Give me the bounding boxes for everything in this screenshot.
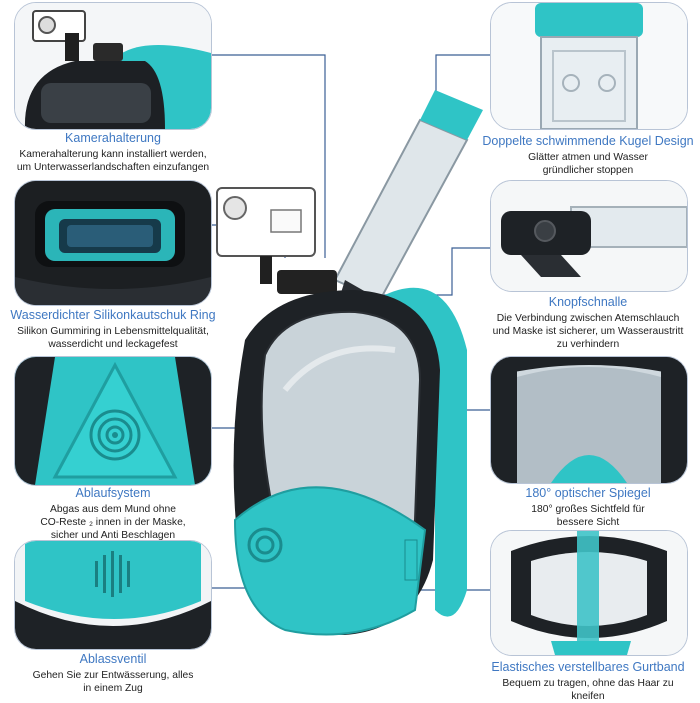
seal-desc-1: Silikon Gummiring in Lebensmittelqualitä…	[17, 326, 209, 337]
buckle-desc-3: zu verhindern	[556, 339, 620, 350]
ball-desc-1: Glätter atmen und Wasser	[528, 152, 648, 163]
strap-title: Elastisches verstellbares Gurtband	[491, 660, 685, 674]
seal-caption: Wasserdichter Silikonkautschuk Ring Sili…	[0, 308, 226, 351]
buckle-title: Knopfschnalle	[548, 295, 628, 309]
valve-panel	[14, 540, 212, 650]
buckle-panel	[490, 180, 688, 292]
ball-panel	[490, 2, 688, 130]
drain-desc-1: Abgas aus dem Mund ohne	[50, 504, 176, 515]
strap-desc-2: kneifen	[571, 691, 605, 702]
valve-title: Ablassventil	[79, 652, 147, 666]
camera-mount-panel	[14, 2, 212, 130]
camera-mount-desc-2: um Unterwasserlandschaften einzufangen	[16, 162, 210, 173]
snorkel-mask-illustration	[216, 90, 483, 636]
mirror-desc-1: 180° großes Sichtfeld für	[531, 504, 645, 515]
ball-caption: Doppelte schwimmende Kugel Design Glätte…	[476, 134, 700, 177]
valve-desc-2: in einem Zug	[83, 683, 143, 694]
seal-image	[15, 181, 211, 305]
mirror-caption: 180° optischer Spiegel 180° großes Sicht…	[476, 486, 700, 529]
drain-caption: Ablaufsystem Abgas aus dem Mund ohne CO-…	[0, 486, 226, 542]
drain-desc-2: CO-Reste ₂ innen in der Maske,	[40, 517, 186, 528]
strap	[375, 287, 467, 617]
drain-desc-3: sicher und Anti Beschlagen	[50, 530, 176, 541]
ball-title: Doppelte schwimmende Kugel Design	[482, 134, 694, 148]
camera-mount-caption: Kamerahalterung Kamerahalterung kann ins…	[0, 131, 226, 174]
mirror-image	[491, 357, 687, 483]
seal-desc-2: wasserdicht und leckagefest	[48, 339, 178, 350]
drain-image	[15, 357, 211, 485]
strap-image	[491, 531, 687, 655]
drain-title: Ablaufsystem	[75, 486, 151, 500]
ball-desc-2: gründlicher stoppen	[542, 165, 634, 176]
connector-camera	[212, 54, 326, 258]
strap-panel	[490, 530, 688, 656]
buckle-desc-1: Die Verbindung zwischen Atemschlauch	[496, 313, 680, 324]
buckle-caption: Knopfschnalle Die Verbindung zwischen At…	[476, 295, 700, 351]
seal-title: Wasserdichter Silikonkautschuk Ring	[10, 308, 216, 322]
seal-panel	[14, 180, 212, 306]
mouth-piece	[233, 486, 427, 636]
buckle-image	[491, 181, 687, 291]
valve-desc-1: Gehen Sie zur Entwässerung, alles	[32, 670, 194, 681]
ball-image	[491, 3, 687, 129]
snorkel-tube	[333, 118, 469, 302]
strap-desc-1: Bequem zu tragen, ohne das Haar zu	[502, 678, 674, 689]
camera-mount-desc-1: Kamerahalterung kann installiert werden,	[19, 149, 207, 160]
strap-caption: Elastisches verstellbares Gurtband Beque…	[476, 660, 700, 703]
valve-image	[15, 541, 211, 649]
camera-mount-image	[15, 3, 211, 129]
camera-mount-title: Kamerahalterung	[65, 131, 161, 145]
mirror-panel	[490, 356, 688, 484]
mirror-title: 180° optischer Spiegel	[525, 486, 651, 500]
mirror-desc-2: bessere Sicht	[556, 517, 620, 528]
buckle-desc-2: und Maske ist sicherer, um Wasseraustrit…	[492, 326, 684, 337]
drain-panel	[14, 356, 212, 486]
valve-caption: Ablassventil Gehen Sie zur Entwässerung,…	[0, 652, 226, 695]
